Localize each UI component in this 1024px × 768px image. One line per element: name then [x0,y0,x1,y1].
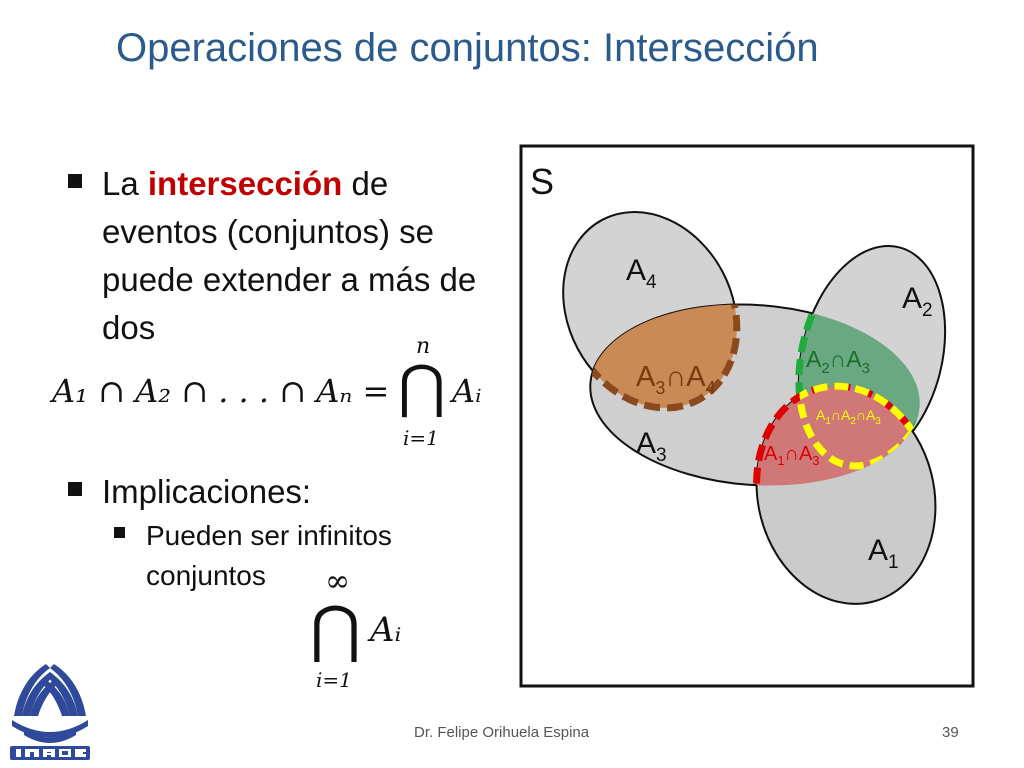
footer-author: Dr. Felipe Orihuela Espina [414,724,590,741]
label-a3-a4: A3∩A4 [636,361,716,398]
label-a1: A1 [868,534,899,573]
inaoe-logo [10,664,90,760]
square-bullet-icon [68,174,82,188]
slide-title: Operaciones de conjuntos: Intersección [116,26,819,70]
page-number: 39 [942,724,959,741]
square-subbullet-icon [114,527,125,538]
formula-lhs: A₁ ∩ A₂ ∩ . . . ∩ Aₙ = [52,372,390,410]
subbullet-infinitos: Pueden ser infinitos conjuntos [62,516,476,596]
label-a1-a2-a3: A1∩A2∩A3 [816,407,881,427]
bullet-intersection: La intersección de eventos (conjuntos) s… [62,160,502,352]
label-a2-a3: A2∩A3 [806,346,870,377]
label-a1-a3: A1∩A3 [764,443,820,468]
formula-term: Aᵢ [452,372,482,410]
bullet-text-after: de eventos (conjuntos) se puede extender… [102,165,477,346]
label-a3: A3 [636,427,667,466]
formula-lower: i=1 [403,426,439,450]
label-a4: A4 [626,254,657,293]
subbullet-text: Pueden ser infinitos conjuntos [146,520,392,591]
square-bullet-icon [68,482,82,496]
bullet2-text: Implicaciones: [102,473,312,510]
label-a2: A2 [902,282,933,321]
formula-upper-n: n [416,334,431,359]
formula2-cap-symbol: ⋂ [310,592,361,665]
highlight-intersection: intersección [147,165,343,202]
bullet-list-2: Implicaciones: Pueden ser infinitos conj… [62,468,502,596]
formula2-upper-infinity: ∞ [325,564,350,599]
formula2-lower: i=1 [316,668,352,692]
bullet-list: La intersección de eventos (conjuntos) s… [62,160,502,352]
bullet-implicaciones: Implicaciones: [62,468,502,516]
bullet-text-before: La [102,165,148,202]
universe-label: S [530,161,554,202]
formula-cap-symbol: ⋂ [398,352,446,420]
formula2-term: Aᵢ [370,610,402,650]
